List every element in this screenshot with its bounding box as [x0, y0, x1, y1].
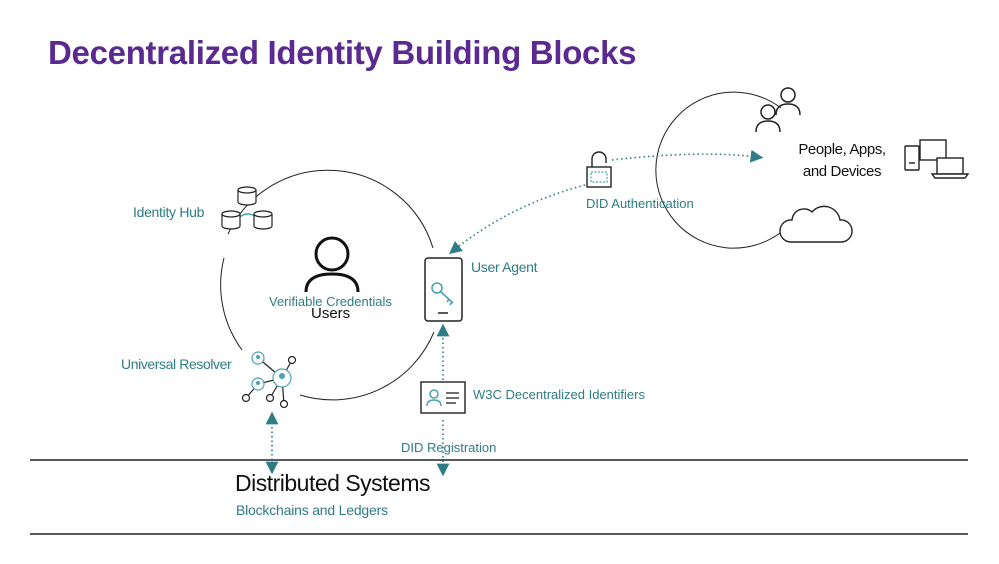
people-apps-devices-label: People, Apps, and Devices	[796, 139, 888, 183]
database-cluster-icon	[221, 186, 273, 230]
people-label-line1: People, Apps,	[798, 141, 886, 158]
network-nodes-icon	[241, 351, 297, 409]
blockchains-label: Blockchains and Ledgers	[236, 502, 388, 518]
padlock-icon	[586, 151, 612, 188]
distributed-systems-label: Distributed Systems	[235, 470, 431, 496]
did-authentication-label: DID Authentication	[586, 196, 694, 211]
id-card-icon	[420, 381, 466, 414]
verifiable-credentials-label: Verifiable Credentials	[269, 294, 392, 309]
page-title: Decentralized Identity Building Blocks	[48, 34, 637, 71]
people-circle	[655, 91, 782, 249]
auth-arrow-left	[449, 184, 586, 255]
user-icon	[304, 236, 360, 293]
people-icon	[755, 87, 801, 133]
users-label: Users	[311, 305, 351, 322]
w3c-identifiers-label: W3C Decentralized Identifiers	[473, 387, 645, 402]
cloud-icon	[779, 205, 853, 243]
identity-hub-label: Identity Hub	[133, 204, 205, 220]
devices-icon	[904, 139, 970, 179]
auth-arrow-right	[611, 149, 764, 163]
universal-resolver-label: Universal Resolver	[121, 356, 232, 372]
people-label-line2: and Devices	[802, 163, 882, 180]
did-registration-label: DID Registration	[401, 440, 497, 455]
phone-key-icon	[424, 257, 463, 322]
user-agent-label: User Agent	[471, 259, 538, 275]
